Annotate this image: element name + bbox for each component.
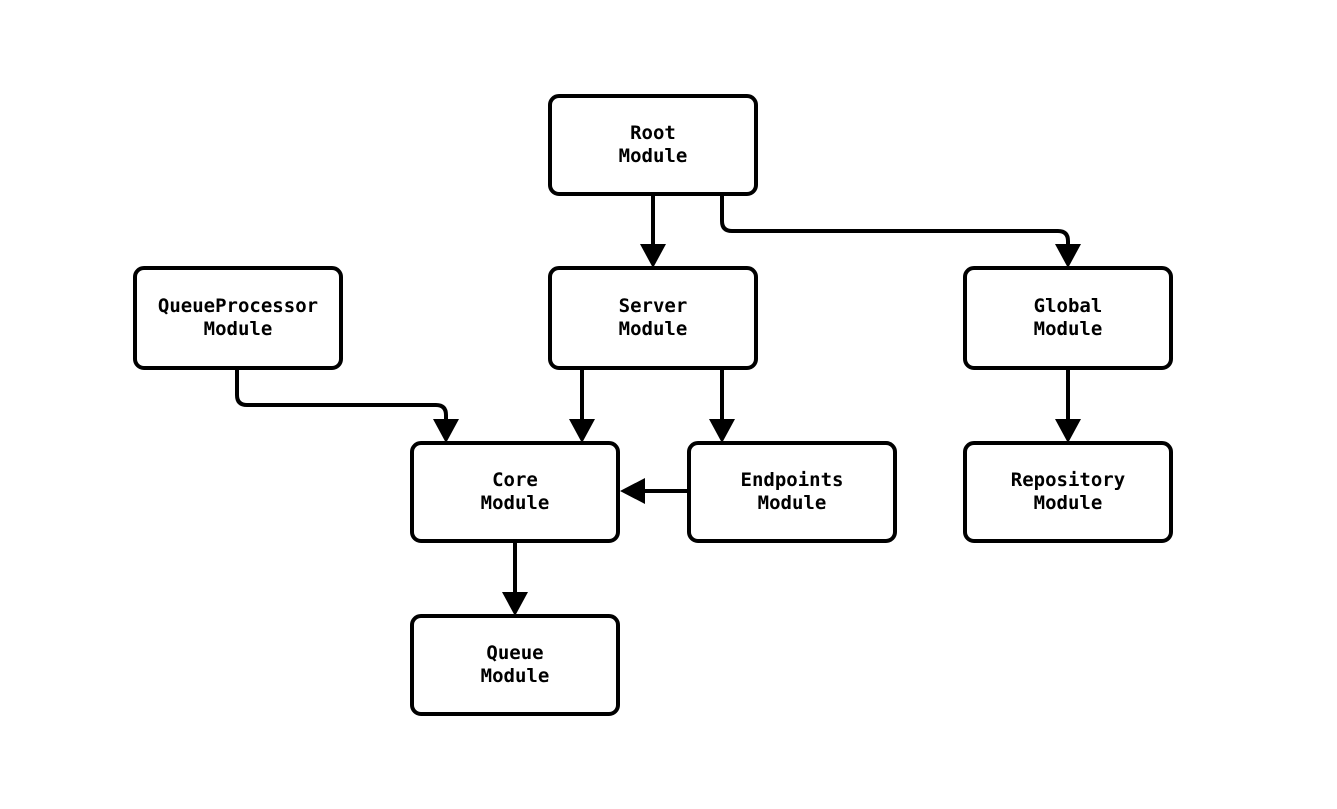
node-root-module-line1: Root [630,122,676,144]
node-global-module-line1: Global [1033,295,1103,317]
node-core-module-line1: Core [492,469,538,491]
node-server-module-line1: Server [618,295,688,317]
edge-root-to-server [640,196,666,268]
node-endpoints-module-line1: Endpoints [740,469,844,491]
node-endpoints-module[interactable]: Endpoints Module [687,441,897,543]
node-core-module[interactable]: Core Module [410,441,620,543]
node-repository-module[interactable]: Repository Module [963,441,1173,543]
node-server-module[interactable]: Server Module [548,266,758,370]
edge-server-to-endpoints [709,370,735,443]
node-endpoints-module-line2: Module [757,492,827,514]
edge-queueprocessor-to-core [235,370,459,443]
node-queue-module[interactable]: Queue Module [410,614,620,716]
node-core-module-line2: Module [480,492,550,514]
edge-root-to-global [720,196,1081,268]
edge-core-to-queue [502,543,528,616]
node-queueprocessor-module-line1: QueueProcessor [157,295,319,317]
edge-global-to-repository [1055,370,1081,443]
node-repository-module-line2: Module [1033,492,1103,514]
node-global-module[interactable]: Global Module [963,266,1173,370]
node-queue-module-line2: Module [480,665,550,687]
node-repository-module-line1: Repository [1010,469,1126,491]
node-root-module-line2: Module [618,145,688,167]
node-root-module[interactable]: Root Module [548,94,758,196]
edge-endpoints-to-core [620,478,687,504]
node-queueprocessor-module-line2: Module [203,318,273,340]
edge-server-to-core [569,370,595,443]
node-server-module-line2: Module [618,318,688,340]
node-queueprocessor-module[interactable]: QueueProcessor Module [133,266,343,370]
node-global-module-line2: Module [1033,318,1103,340]
node-queue-module-line1: Queue [486,642,544,664]
